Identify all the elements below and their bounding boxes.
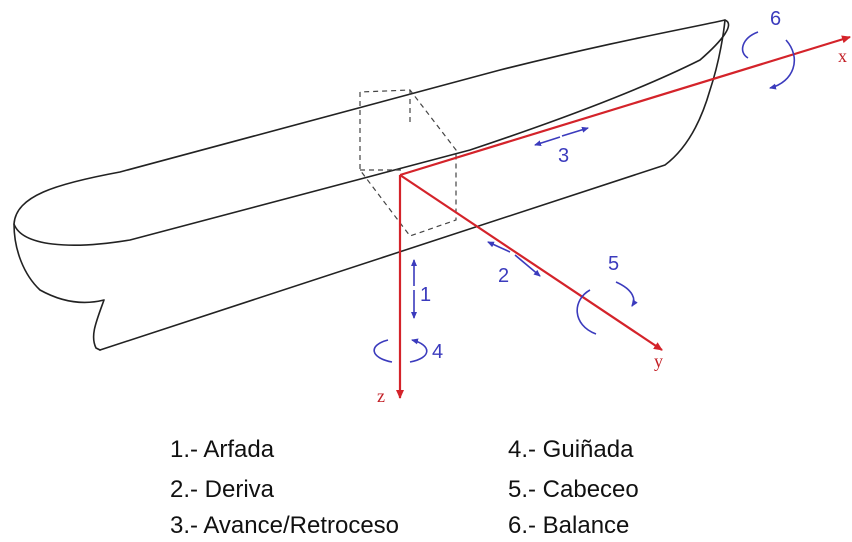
ship-hull [13, 19, 730, 351]
legend-item-roll: 6.- Balance [508, 512, 630, 539]
legend-item-pitch: 5.- Cabeceo [508, 476, 639, 503]
y-axis [399, 174, 663, 351]
legend-item-surge: 3.- Avance/Retroceso [170, 512, 400, 539]
legend-item-heave: 1.- Arfada [170, 436, 275, 463]
sway-arrow [487, 241, 511, 253]
motion-number-3: 3 [558, 145, 569, 167]
x-axis-label: x [838, 46, 847, 66]
hull-side-bottom [99, 19, 726, 351]
yaw-rotation-icon [373, 340, 428, 363]
z-axis-label: z [377, 386, 385, 406]
motion-number-4: 4 [432, 341, 443, 363]
motion-number-6: 6 [770, 8, 781, 30]
pitch-rotation-icon [576, 281, 634, 335]
hull-stern-profile [13, 223, 105, 351]
surge-arrow [534, 136, 561, 147]
hidden-section-lines [359, 89, 457, 237]
roll-rotation-icon [741, 31, 796, 88]
y-axis-label: y [654, 351, 663, 371]
legend-item-sway: 2.- Deriva [170, 476, 275, 503]
motion-number-5: 5 [608, 253, 619, 275]
motion-number-1: 1 [420, 284, 431, 306]
surge-arrow-forward [561, 126, 589, 137]
sway-arrow-forward [514, 254, 541, 277]
x-axis [399, 35, 851, 177]
legend-item-yaw: 4.- Guiñada [508, 436, 634, 463]
motion-number-2: 2 [498, 265, 509, 287]
motion-indicators: 1 2 3 4 5 6 [373, 8, 796, 363]
hull-deck-edge [13, 19, 730, 246]
coordinate-axes: x y z [377, 35, 851, 406]
